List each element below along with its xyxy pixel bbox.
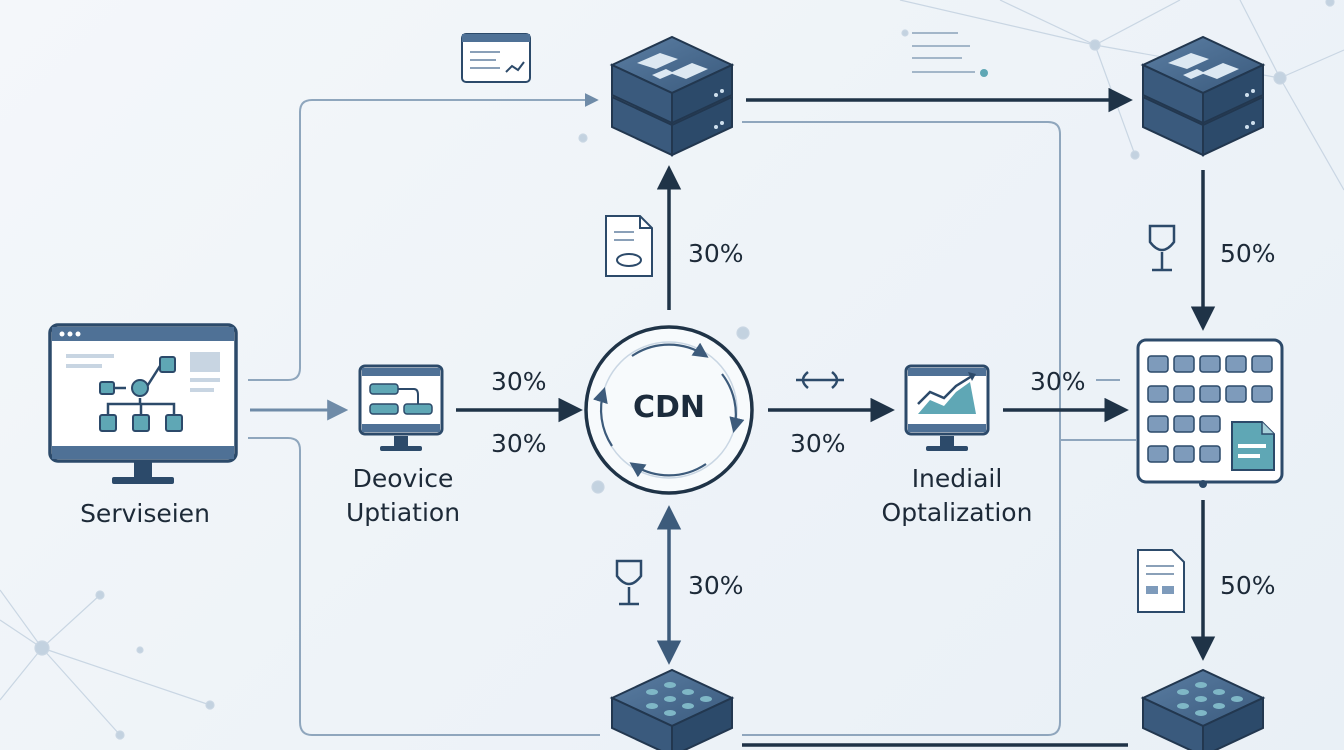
device-monitor-icon (358, 364, 444, 451)
edge-label-grid-bottom-right: 50% (1220, 571, 1276, 600)
chart-monitor-icon (904, 364, 990, 451)
cdn-hub (584, 325, 754, 495)
media-label-line1: Inediail (911, 464, 1003, 493)
server-bottom-center (609, 668, 735, 750)
link-icon (796, 371, 844, 389)
source-monitor-icon (48, 323, 238, 484)
main-flows (456, 87, 1216, 747)
goblet-icon-lower-center (615, 559, 643, 606)
grid-panel-icon (1136, 338, 1284, 488)
device-label-line2: Uptiation (345, 498, 461, 527)
server-top-center (609, 35, 735, 157)
document-icon-lower-right (1137, 549, 1185, 613)
edge-label-media-grid: 30% (1030, 367, 1086, 396)
device-label: Deovice Uptiation (318, 462, 488, 530)
edge-label-cdn-bottom-server: 30% (688, 571, 744, 600)
text-lines-icon (912, 32, 988, 77)
browser-window-icon (461, 33, 531, 83)
goblet-icon-upper-right (1148, 224, 1176, 272)
edge-label-device-cdn-top: 30% (491, 367, 547, 396)
document-icon (605, 215, 653, 277)
edge-label-cdn-media: 30% (790, 429, 846, 458)
cdn-label: CDN (632, 390, 706, 425)
edge-label-cdn-top-server: 30% (688, 239, 744, 268)
edge-label-device-cdn-bottom: 30% (491, 429, 547, 458)
device-label-line1: Deovice (352, 464, 454, 493)
thin-routes (248, 93, 1136, 736)
server-top-right (1140, 35, 1266, 157)
edge-label-top-right-grid: 50% (1220, 239, 1276, 268)
media-label-line2: Optalization (881, 498, 1033, 527)
server-bottom-right (1140, 668, 1266, 750)
media-label: Inediail Optalization (862, 462, 1052, 530)
source-label: Serviseien (80, 499, 210, 528)
